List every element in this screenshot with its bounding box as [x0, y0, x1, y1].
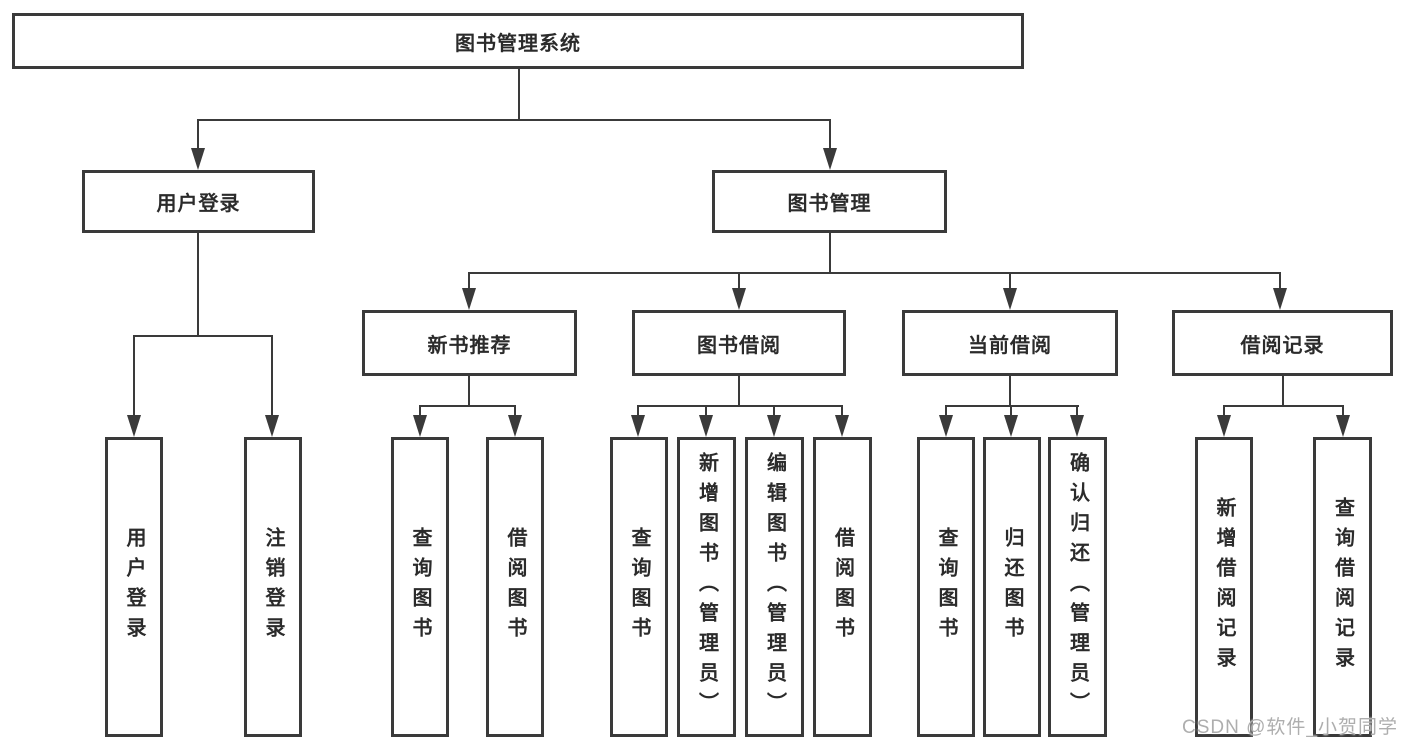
arrowhead-leaf-8: [835, 415, 849, 437]
connector-to-leaf-5: [637, 405, 639, 417]
connector-to-leaf-4: [514, 405, 516, 417]
arrowhead-leaf-5: [631, 415, 645, 437]
connector-book-mgmt-stem: [829, 233, 831, 274]
node-book-mgmt-label: 图书管理: [787, 193, 872, 215]
leaf-user-login-label: 用户登录: [123, 527, 145, 647]
leaf-borrow-books-2-label: 借阅图书: [831, 527, 854, 647]
connector-to-leaf-9: [945, 405, 947, 417]
connector-current-borrow-hline: [945, 405, 1079, 407]
leaf-borrow-books-2: 借阅图书: [813, 437, 872, 737]
arrowhead-leaf-4: [508, 415, 522, 437]
node-borrow-records-label: 借阅记录: [1240, 334, 1325, 357]
connector-borrow-records-stem: [1282, 376, 1284, 407]
connector-user-login-stem: [197, 233, 199, 337]
csdn-watermark: CSDN @软件_小贺同学: [1182, 717, 1398, 738]
connector-book-borrow-hline: [637, 405, 843, 407]
leaf-query-books-1-label: 查询图书: [409, 527, 431, 647]
connector-root-stem: [518, 68, 520, 120]
arrowhead-leaf-13: [1336, 415, 1350, 437]
connector-to-book-borrow: [738, 272, 740, 290]
connector-to-leaf-8: [841, 405, 843, 417]
connector-user-login-hline: [133, 335, 273, 337]
leaf-borrow-books-1: 借阅图书: [486, 437, 544, 737]
connector-to-leaf-10: [1010, 405, 1012, 417]
arrowhead-book-mgmt: [823, 148, 837, 170]
leaf-logout: 注销登录: [244, 437, 302, 737]
leaf-query-borrow-record-label: 查询借阅记录: [1331, 497, 1354, 677]
node-current-borrow: 当前借阅: [902, 310, 1118, 376]
node-book-mgmt: 图书管理: [712, 170, 947, 233]
arrowhead-leaf-10: [1004, 415, 1018, 437]
node-new-book-rec: 新书推荐: [362, 310, 577, 376]
connector-to-leaf-6: [705, 405, 707, 417]
connector-borrow-records-hline: [1223, 405, 1344, 407]
connector-to-borrow-records: [1279, 272, 1281, 290]
leaf-query-books-3-label: 查询图书: [935, 527, 957, 647]
leaf-query-books-2: 查询图书: [610, 437, 668, 737]
node-root: 图书管理系统: [12, 13, 1024, 69]
leaf-query-books-1: 查询图书: [391, 437, 449, 737]
arrowhead-leaf-11: [1070, 415, 1084, 437]
connector-to-leaf-3: [419, 405, 421, 417]
arrowhead-leaf-3: [413, 415, 427, 437]
arrowhead-user-login: [191, 148, 205, 170]
connector-root-hline: [197, 119, 831, 121]
connector-to-new-book-rec: [468, 272, 470, 290]
connector-to-current-borrow: [1009, 272, 1011, 290]
leaf-add-borrow-record-label: 新增借阅记录: [1213, 497, 1235, 677]
connector-to-leaf-logout: [271, 335, 273, 416]
connector-to-leaf-7: [773, 405, 775, 417]
arrowhead-leaf-logout: [265, 415, 279, 437]
node-new-book-rec-label: 新书推荐: [427, 334, 512, 357]
leaf-user-login: 用户登录: [105, 437, 163, 737]
connector-to-user-login: [197, 119, 199, 150]
leaf-return-books-label: 归还图书: [1001, 527, 1023, 647]
arrowhead-leaf-6: [699, 415, 713, 437]
connector-to-book-mgmt: [829, 119, 831, 150]
leaf-query-books-2-label: 查询图书: [628, 527, 650, 647]
leaf-edit-books-admin: 编辑图书（管理员）: [745, 437, 804, 737]
arrowhead-leaf-9: [939, 415, 953, 437]
leaf-query-books-3: 查询图书: [917, 437, 975, 737]
leaf-edit-books-admin-label: 编辑图书（管理员）: [763, 452, 786, 722]
leaf-confirm-return-admin-label: 确认归还（管理员）: [1066, 452, 1089, 722]
connector-to-leaf-12: [1223, 405, 1225, 417]
node-book-borrow: 图书借阅: [632, 310, 846, 376]
arrowhead-borrow-records: [1273, 288, 1287, 310]
connector-new-book-rec-stem: [468, 376, 470, 407]
connector-book-mgmt-hline: [468, 272, 1281, 274]
connector-to-leaf-13: [1342, 405, 1344, 417]
leaf-borrow-books-1-label: 借阅图书: [504, 527, 526, 647]
leaf-logout-label: 注销登录: [262, 527, 284, 647]
connector-book-borrow-stem: [738, 376, 740, 407]
arrowhead-new-book-rec: [462, 288, 476, 310]
connector-to-leaf-login: [133, 335, 135, 416]
arrowhead-current-borrow: [1003, 288, 1017, 310]
arrowhead-leaf-12: [1217, 415, 1231, 437]
leaf-add-borrow-record: 新增借阅记录: [1195, 437, 1253, 737]
node-user-login: 用户登录: [82, 170, 315, 233]
node-book-borrow-label: 图书借阅: [697, 334, 781, 357]
leaf-add-books-admin: 新增图书（管理员）: [677, 437, 736, 737]
node-user-login-label: 用户登录: [156, 193, 241, 215]
connector-current-borrow-stem: [1009, 376, 1011, 407]
connector-to-leaf-11: [1076, 405, 1078, 417]
node-current-borrow-label: 当前借阅: [968, 334, 1052, 357]
arrowhead-leaf-7: [767, 415, 781, 437]
node-root-label: 图书管理系统: [455, 32, 581, 55]
leaf-return-books: 归还图书: [983, 437, 1041, 737]
arrowhead-leaf-login: [127, 415, 141, 437]
leaf-confirm-return-admin: 确认归还（管理员）: [1048, 437, 1107, 737]
node-borrow-records: 借阅记录: [1172, 310, 1393, 376]
leaf-query-borrow-record: 查询借阅记录: [1313, 437, 1372, 737]
arrowhead-book-borrow: [732, 288, 746, 310]
leaf-add-books-admin-label: 新增图书（管理员）: [695, 452, 718, 722]
connector-new-book-rec-hline: [419, 405, 516, 407]
